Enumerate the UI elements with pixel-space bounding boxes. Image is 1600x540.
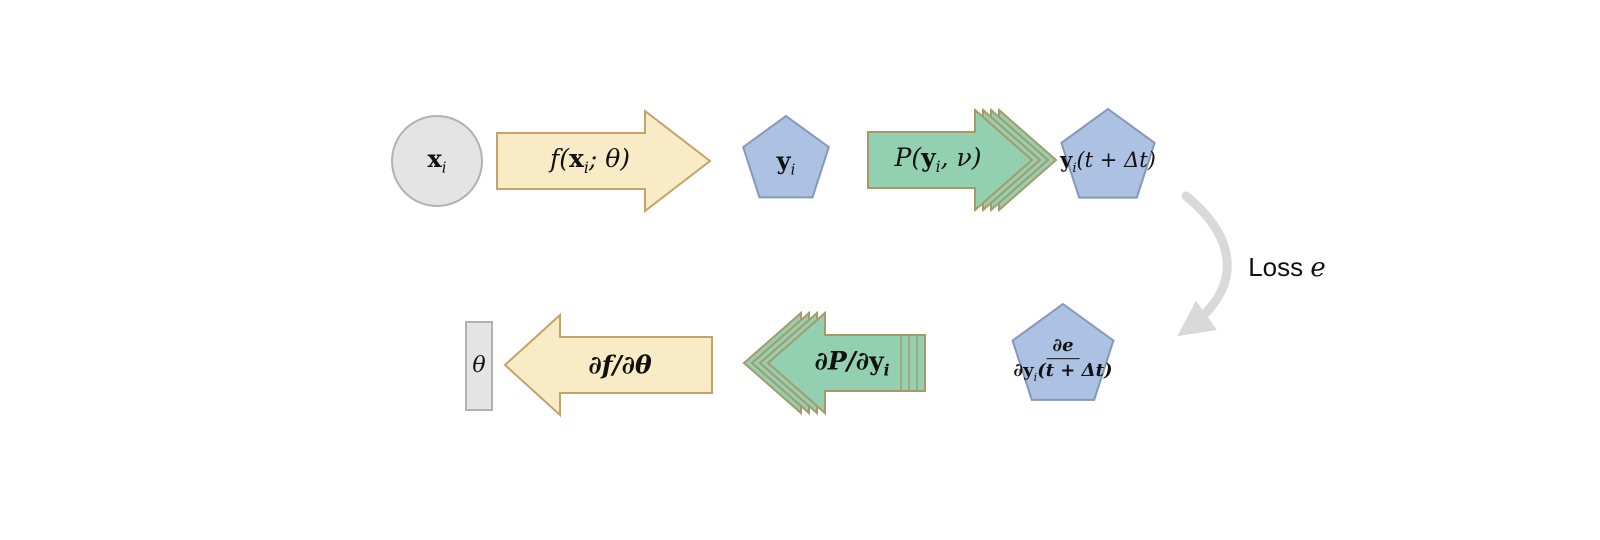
forward-arrow-shape: [496, 108, 712, 214]
loss-curve-arrow: [1177, 191, 1232, 337]
state-sub: i: [790, 160, 796, 179]
next-state-pentagon-shape: [1060, 107, 1156, 199]
forward-grad-arrow-shape: [503, 312, 713, 418]
solver-grad-vec: y: [869, 346, 884, 376]
loss-label: Loss e: [1248, 253, 1326, 283]
solver-post: , ν): [940, 142, 982, 172]
parameter-node-label: θ: [472, 352, 486, 378]
next-state-vec: y: [1060, 146, 1073, 172]
next-state-node-label: yi(t + Δt): [1060, 148, 1156, 177]
solver-grad-pre: ∂P/∂: [814, 346, 870, 376]
input-vec: x: [427, 143, 442, 173]
input-circle-shape: [391, 115, 483, 207]
solver-grad-arrow-stack: [742, 310, 926, 416]
grad-den-sub: i: [1033, 370, 1038, 384]
input-node-label: xi: [427, 143, 447, 177]
gradient-fraction: ∂e ∂yi(t + Δt): [1014, 336, 1113, 384]
forward-sub: i: [583, 158, 589, 177]
loss-var: e: [1310, 253, 1326, 284]
solver-grad-arrow-shape: [766, 310, 926, 416]
parameter-text: θ: [472, 352, 486, 378]
forward-vec: x: [568, 143, 584, 173]
next-state-sub: i: [1072, 160, 1077, 176]
solver-arrow-stack: [867, 107, 1058, 213]
gradient-node-label: ∂e ∂yi(t + Δt): [1014, 336, 1113, 384]
forward-grad-arrow-label: ∂f/∂θ: [588, 351, 651, 379]
solver-arrow-shape: [867, 107, 1034, 213]
state-pentagon-shape: [742, 114, 830, 199]
forward-arrow-label: f(xi; θ): [550, 145, 630, 177]
solver-vec: y: [921, 142, 936, 172]
gradient-pentagon-shape: [1011, 302, 1115, 401]
solver-arrow-label: P(yi, ν): [895, 144, 982, 176]
forward-pre: f(: [549, 143, 569, 173]
state-node-label: yi: [776, 145, 796, 179]
solver-grad-arrow-label: ∂P/∂yi: [814, 347, 889, 378]
grad-den-vec: y: [1023, 359, 1034, 381]
forward-grad-text: ∂f/∂θ: [588, 350, 652, 380]
forward-post: ; θ): [588, 143, 631, 173]
state-vec: y: [776, 145, 791, 175]
grad-den-post: (t + Δt): [1037, 359, 1113, 381]
loss-word: Loss: [1248, 252, 1304, 283]
solver-sub: i: [935, 157, 941, 176]
grad-numerator: ∂e: [1052, 335, 1074, 357]
input-sub: i: [441, 158, 447, 177]
solver-grad-sub: i: [883, 360, 890, 380]
next-state-post: (t + Δt): [1076, 147, 1156, 172]
parameter-box-shape: [465, 321, 493, 411]
solver-pre: P(: [894, 142, 922, 172]
grad-den-d: ∂: [1013, 359, 1024, 381]
